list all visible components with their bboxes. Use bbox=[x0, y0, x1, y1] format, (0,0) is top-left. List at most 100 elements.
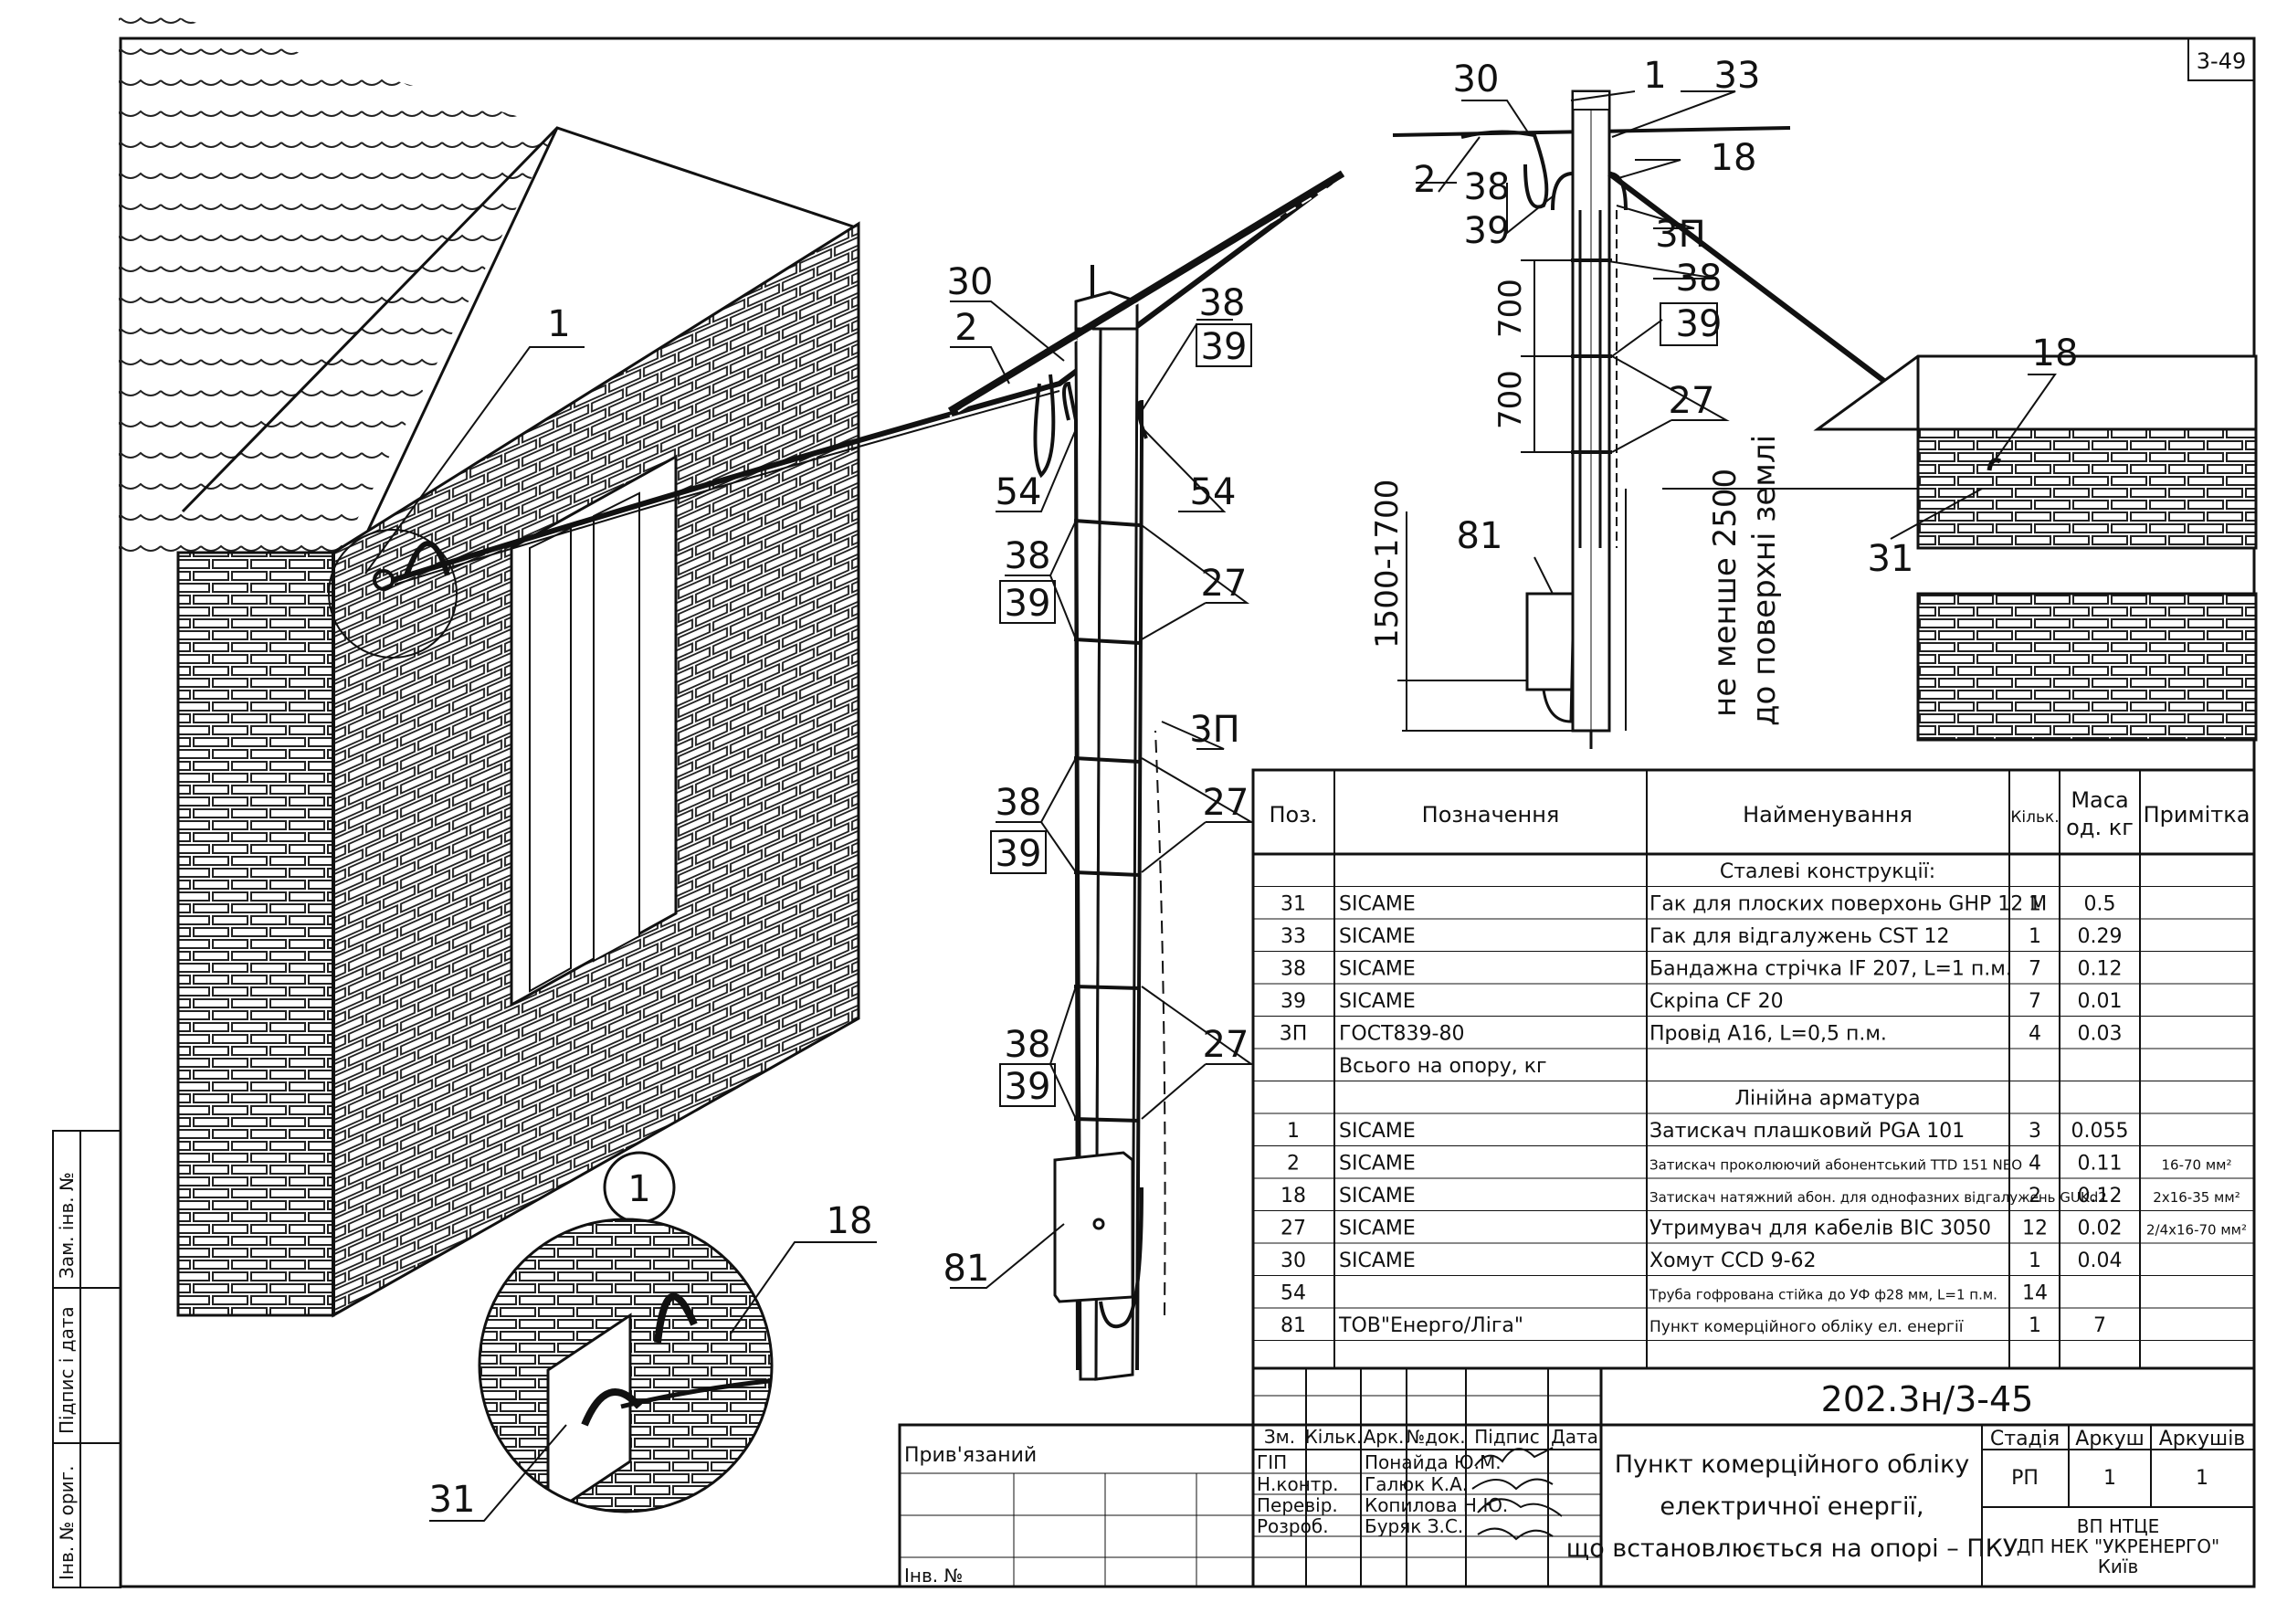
elevation-dimensions bbox=[1397, 259, 1918, 732]
detail-mark-circle bbox=[328, 529, 458, 659]
section-heading: Лінійна арматура bbox=[1734, 1088, 1920, 1111]
signatory-role: Перевір. bbox=[1257, 1494, 1338, 1516]
sheet-tag: 3-49 bbox=[2197, 48, 2246, 74]
cell-qty: 3 bbox=[2029, 1120, 2041, 1143]
callout-p3pa: 3П bbox=[1189, 709, 1240, 751]
callout-p27a: 27 bbox=[1201, 563, 1248, 605]
cell-designation: SICAME bbox=[1339, 925, 1416, 948]
house-illustration bbox=[119, 0, 860, 1318]
svg-text:Арк.: Арк. bbox=[1364, 1426, 1405, 1448]
cell-qty: 4 bbox=[2029, 1153, 2041, 1176]
cell-designation: SICAME bbox=[1339, 1120, 1416, 1143]
signatory-role: ГІП bbox=[1257, 1451, 1287, 1473]
cell-mass: 0.01 bbox=[2078, 990, 2123, 1013]
drawing-title: Пункт комерційного обліку електричної ен… bbox=[1566, 1450, 2018, 1563]
cell-name: Гак для плоских поверхонь GHP 12 M bbox=[1649, 893, 2047, 916]
cell-mass: 0.04 bbox=[2078, 1250, 2123, 1272]
header-mass-1: Маса bbox=[2071, 787, 2128, 813]
cell-qty: 7 bbox=[2029, 958, 2041, 981]
callout-p27b: 27 bbox=[1203, 782, 1249, 824]
signatory-name: Галюк К.А. bbox=[1365, 1473, 1468, 1495]
pole-callouts bbox=[950, 301, 1255, 1289]
svg-text:ДП НЕК "УКРЕНЕРГО": ДП НЕК "УКРЕНЕРГО" bbox=[2017, 1535, 2219, 1557]
cell-pos: 31 bbox=[1281, 893, 1306, 916]
header-note: Примітка bbox=[2144, 802, 2250, 828]
cell-designation: SICAME bbox=[1339, 1185, 1416, 1207]
cell-name: Затискач плашковий PGA 101 bbox=[1649, 1120, 1965, 1143]
callout-e30: 30 bbox=[1453, 58, 1500, 100]
house-wall-left bbox=[176, 551, 335, 1317]
cell-designation: SICAME bbox=[1339, 1153, 1416, 1176]
detail-1: 1 18 31 bbox=[429, 1151, 877, 1522]
sheet-tag-box bbox=[2187, 37, 2255, 81]
cell-pos: 33 bbox=[1281, 925, 1306, 948]
cell-qty: 1 bbox=[2029, 1314, 2041, 1337]
pole-illustration bbox=[947, 170, 1345, 1381]
signatory-role: Н.контр. bbox=[1257, 1473, 1339, 1495]
cell-designation: SICAME bbox=[1339, 1250, 1416, 1272]
cell-pos: 30 bbox=[1281, 1250, 1306, 1272]
svg-text:Зм.: Зм. bbox=[1264, 1426, 1295, 1448]
spec-table-grid bbox=[1251, 768, 2256, 1370]
sheets-value: 1 bbox=[2196, 1467, 2208, 1490]
callout-p39a: 39 bbox=[1201, 326, 1248, 368]
cell-pos: 27 bbox=[1281, 1218, 1306, 1240]
cell-name: Труба гофрована стійка до УФ ф28 мм, L=1… bbox=[1649, 1287, 1997, 1303]
callout-p38d: 38 bbox=[1005, 1024, 1051, 1066]
title-block-grid bbox=[898, 1368, 2256, 1588]
cell-mass: 0.29 bbox=[2078, 925, 2123, 948]
cell-name: Хомут CCD 9-62 bbox=[1649, 1250, 1817, 1272]
sheets-header: Аркушів bbox=[2159, 1428, 2246, 1450]
svg-text:Київ: Київ bbox=[2098, 1555, 2139, 1577]
cell-qty: 2 bbox=[2029, 1185, 2041, 1207]
callout-e18a: 18 bbox=[1711, 137, 1757, 179]
handwritten-signatures bbox=[1471, 1447, 1563, 1541]
cell-designation: SICAME bbox=[1339, 958, 1416, 981]
callout-house-1: 1 bbox=[364, 303, 585, 575]
service-drop-cable bbox=[392, 171, 1344, 583]
elevation-wall-upper bbox=[1916, 427, 2258, 550]
svg-text:ВП НТЦЕ: ВП НТЦЕ bbox=[2077, 1515, 2160, 1537]
signatory-role: Розроб. bbox=[1257, 1515, 1329, 1537]
spec-table-header: Поз. Позначення Найменування Кільк. Маса… bbox=[1269, 787, 2250, 840]
cell-note: 16-70 мм² bbox=[2162, 1157, 2232, 1174]
svg-text:Кільк.: Кільк. bbox=[1305, 1426, 1363, 1448]
svg-text:№док.: №док. bbox=[1406, 1426, 1465, 1448]
callout-e39a: 39 bbox=[1464, 210, 1511, 252]
signatory-name: Буряк З.С. bbox=[1365, 1515, 1463, 1537]
svg-text:1: 1 bbox=[547, 303, 570, 345]
cell-name: Бандажна стрічка IF 207, L=1 п.м. bbox=[1649, 958, 2012, 981]
svg-text:електричної енергії,: електричної енергії, bbox=[1660, 1492, 1923, 1521]
bound-label: Прив'язаний bbox=[904, 1444, 1037, 1467]
svg-text:Підпис: Підпис bbox=[1474, 1426, 1540, 1448]
stage-cells: Стадія РП Аркуш 1 Аркушів 1 bbox=[1990, 1428, 2245, 1490]
cell-name: Утримувач для кабелів BIC 3050 bbox=[1649, 1218, 1991, 1240]
sheet-header: Аркуш bbox=[2075, 1428, 2144, 1450]
cell-qty: 14 bbox=[2022, 1282, 2048, 1305]
elevation-view bbox=[1392, 90, 2258, 749]
cell-mass: 7 bbox=[2093, 1314, 2106, 1337]
cell-name: Пункт комерційного обліку ел. енергії bbox=[1649, 1318, 1964, 1336]
sheet-value: 1 bbox=[2103, 1467, 2116, 1490]
cell-mass: 0.055 bbox=[2071, 1120, 2129, 1143]
callout-e1: 1 bbox=[1643, 55, 1666, 97]
callout-p39d: 39 bbox=[1005, 1066, 1051, 1108]
svg-text:що встановлюється на опорі – П: що встановлюється на опорі – ПКУ bbox=[1566, 1534, 2018, 1563]
cell-mass: 0.12 bbox=[2078, 1185, 2123, 1207]
drawing-code: 202.3н/3-45 bbox=[1821, 1379, 2034, 1419]
cell-designation: SICAME bbox=[1339, 990, 1416, 1013]
callout-p54b: 54 bbox=[1190, 471, 1237, 513]
callout-e81: 81 bbox=[1457, 515, 1503, 557]
header-mass-2: од. кг bbox=[2066, 815, 2134, 840]
meter-box bbox=[1053, 1151, 1134, 1303]
dim-700-lower: 700 bbox=[1492, 370, 1529, 429]
cell-mass: 0.02 bbox=[2078, 1218, 2123, 1240]
cell-note: 2x16-35 мм² bbox=[2153, 1189, 2240, 1206]
elevation-callout-labels: 30 1 33 2 38 39 18 3П 38 39 27 18 81 31 bbox=[1413, 55, 2078, 580]
stamp-inv-orig: Інв. № ориг. bbox=[56, 1466, 78, 1580]
cell-mass: 0.03 bbox=[2078, 1023, 2123, 1046]
svg-text:Дата: Дата bbox=[1551, 1426, 1598, 1448]
callout-p27c: 27 bbox=[1203, 1024, 1249, 1066]
